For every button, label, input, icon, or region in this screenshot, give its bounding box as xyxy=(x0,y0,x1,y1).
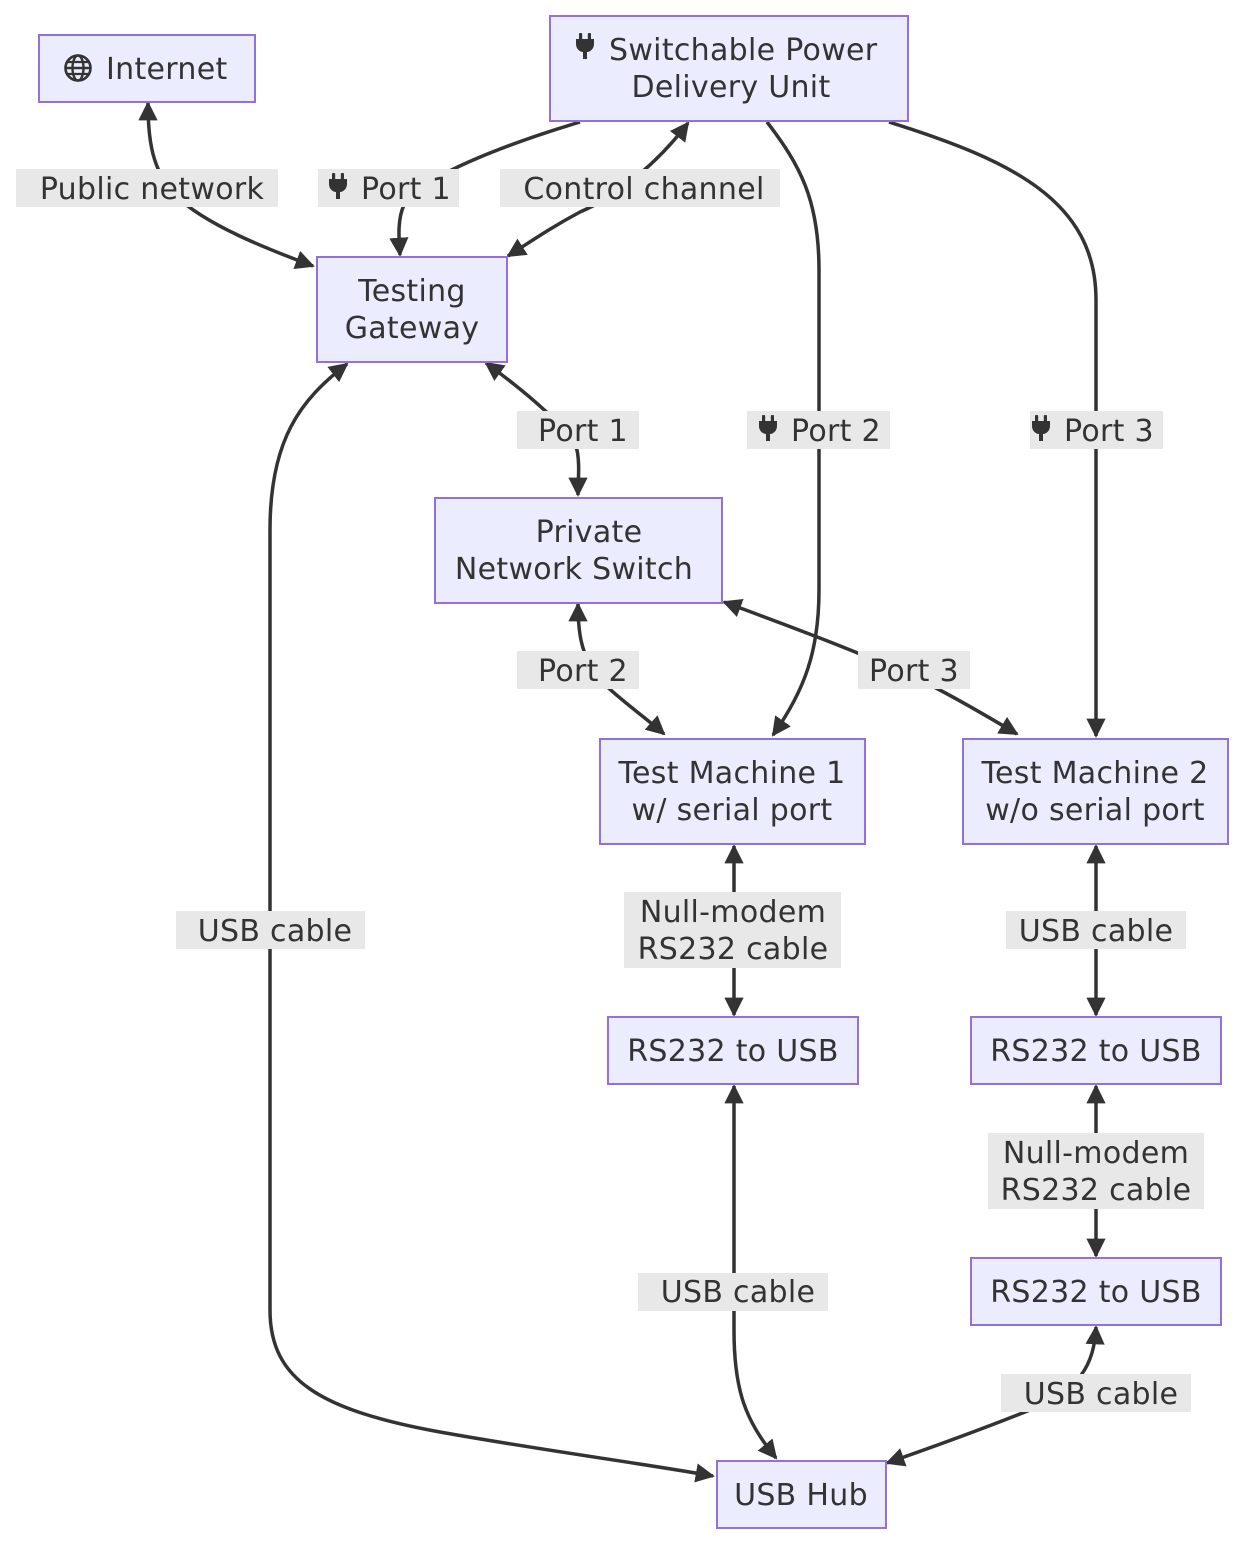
svg-text:Public network: Public network xyxy=(40,172,265,207)
svg-text:Internet: Internet xyxy=(106,52,228,87)
node-usb-hub: USB Hub xyxy=(716,1460,887,1529)
svg-text:Test Machine 2: Test Machine 2 xyxy=(980,756,1208,791)
edge-label-pdu-port1: Port 1 xyxy=(318,169,459,207)
edge-label-usb-rs1-hub: USB cable xyxy=(638,1273,828,1311)
edge-gateway-hub xyxy=(268,362,715,1483)
node-switchable-pdu: Switchable Power Delivery Unit xyxy=(549,15,909,122)
svg-text:RS232 to USB: RS232 to USB xyxy=(990,1275,1202,1310)
edge-label-switch-port1: Port 1 xyxy=(517,411,639,449)
svg-text:Port 3: Port 3 xyxy=(1064,414,1154,449)
svg-text:USB cable: USB cable xyxy=(1024,1377,1179,1412)
node-rs232-to-usb-1: RS232 to USB xyxy=(607,1016,859,1085)
edge-label-control-channel: Control channel xyxy=(500,169,780,207)
svg-text:RS232 to USB: RS232 to USB xyxy=(627,1034,839,1069)
svg-text:Delivery Unit: Delivery Unit xyxy=(631,70,830,105)
edge-label-usb-gateway-hub: USB cable xyxy=(176,911,365,949)
edge-label-usb-rs3-hub: USB cable xyxy=(1001,1374,1191,1412)
svg-text:USB cable: USB cable xyxy=(661,1275,816,1310)
edge-label-pdu-port2: Port 2 xyxy=(747,411,890,449)
svg-text:Port 3: Port 3 xyxy=(869,654,959,689)
node-rs232-to-usb-3: RS232 to USB xyxy=(970,1257,1222,1326)
svg-text:RS232 cable: RS232 cable xyxy=(1001,1173,1192,1208)
node-test-machine-2: Test Machine 2 w/o serial port xyxy=(962,738,1229,845)
edge-label-switch-port3: Port 3 xyxy=(858,651,970,689)
svg-text:Port 1: Port 1 xyxy=(538,414,628,449)
svg-text:Null-modem: Null-modem xyxy=(640,895,826,930)
node-test-machine-1: Test Machine 1 w/ serial port xyxy=(599,738,866,845)
svg-text:Network Switch: Network Switch xyxy=(455,552,693,587)
svg-text:w/ serial port: w/ serial port xyxy=(632,793,833,828)
node-testing-gateway: Testing Gateway xyxy=(316,256,508,363)
svg-text:Private: Private xyxy=(536,515,643,550)
svg-text:Port 1: Port 1 xyxy=(361,172,451,207)
svg-text:w/o serial port: w/o serial port xyxy=(985,793,1205,828)
node-private-network-switch: Private Network Switch xyxy=(434,497,723,604)
svg-text:RS232 cable: RS232 cable xyxy=(638,932,829,967)
svg-text:Testing: Testing xyxy=(357,274,466,309)
svg-text:Port 2: Port 2 xyxy=(538,654,628,689)
edge-label-switch-port2: Port 2 xyxy=(517,651,639,689)
svg-text:USB cable: USB cable xyxy=(1019,914,1174,949)
edge-label-usb-tm2-rs2: USB cable xyxy=(1006,911,1186,949)
node-internet: Internet xyxy=(38,34,256,103)
node-rs232-to-usb-2: RS232 to USB xyxy=(970,1016,1222,1085)
edge-label-null-modem-tm1: Null-modem RS232 cable xyxy=(624,892,841,968)
svg-text:USB cable: USB cable xyxy=(198,914,353,949)
edge-pdu-gateway-control xyxy=(506,121,690,258)
svg-text:RS232 to USB: RS232 to USB xyxy=(990,1034,1202,1069)
edge-label-pdu-port3: Port 3 xyxy=(1030,411,1163,449)
svg-text:USB Hub: USB Hub xyxy=(734,1478,868,1513)
svg-text:Null-modem: Null-modem xyxy=(1003,1136,1189,1171)
edge-label-public-network: Public network xyxy=(16,169,278,207)
svg-text:Port 2: Port 2 xyxy=(791,414,881,449)
svg-text:Switchable Power: Switchable Power xyxy=(609,33,878,68)
svg-text:Gateway: Gateway xyxy=(345,311,480,346)
edge-pdu-tm2 xyxy=(888,120,1106,738)
edge-label-null-modem-rs2-rs3: Null-modem RS232 cable xyxy=(988,1133,1204,1209)
svg-text:Test Machine 1: Test Machine 1 xyxy=(617,756,845,791)
edge-rs1-hub xyxy=(724,1084,778,1460)
svg-text:Control channel: Control channel xyxy=(523,172,764,207)
